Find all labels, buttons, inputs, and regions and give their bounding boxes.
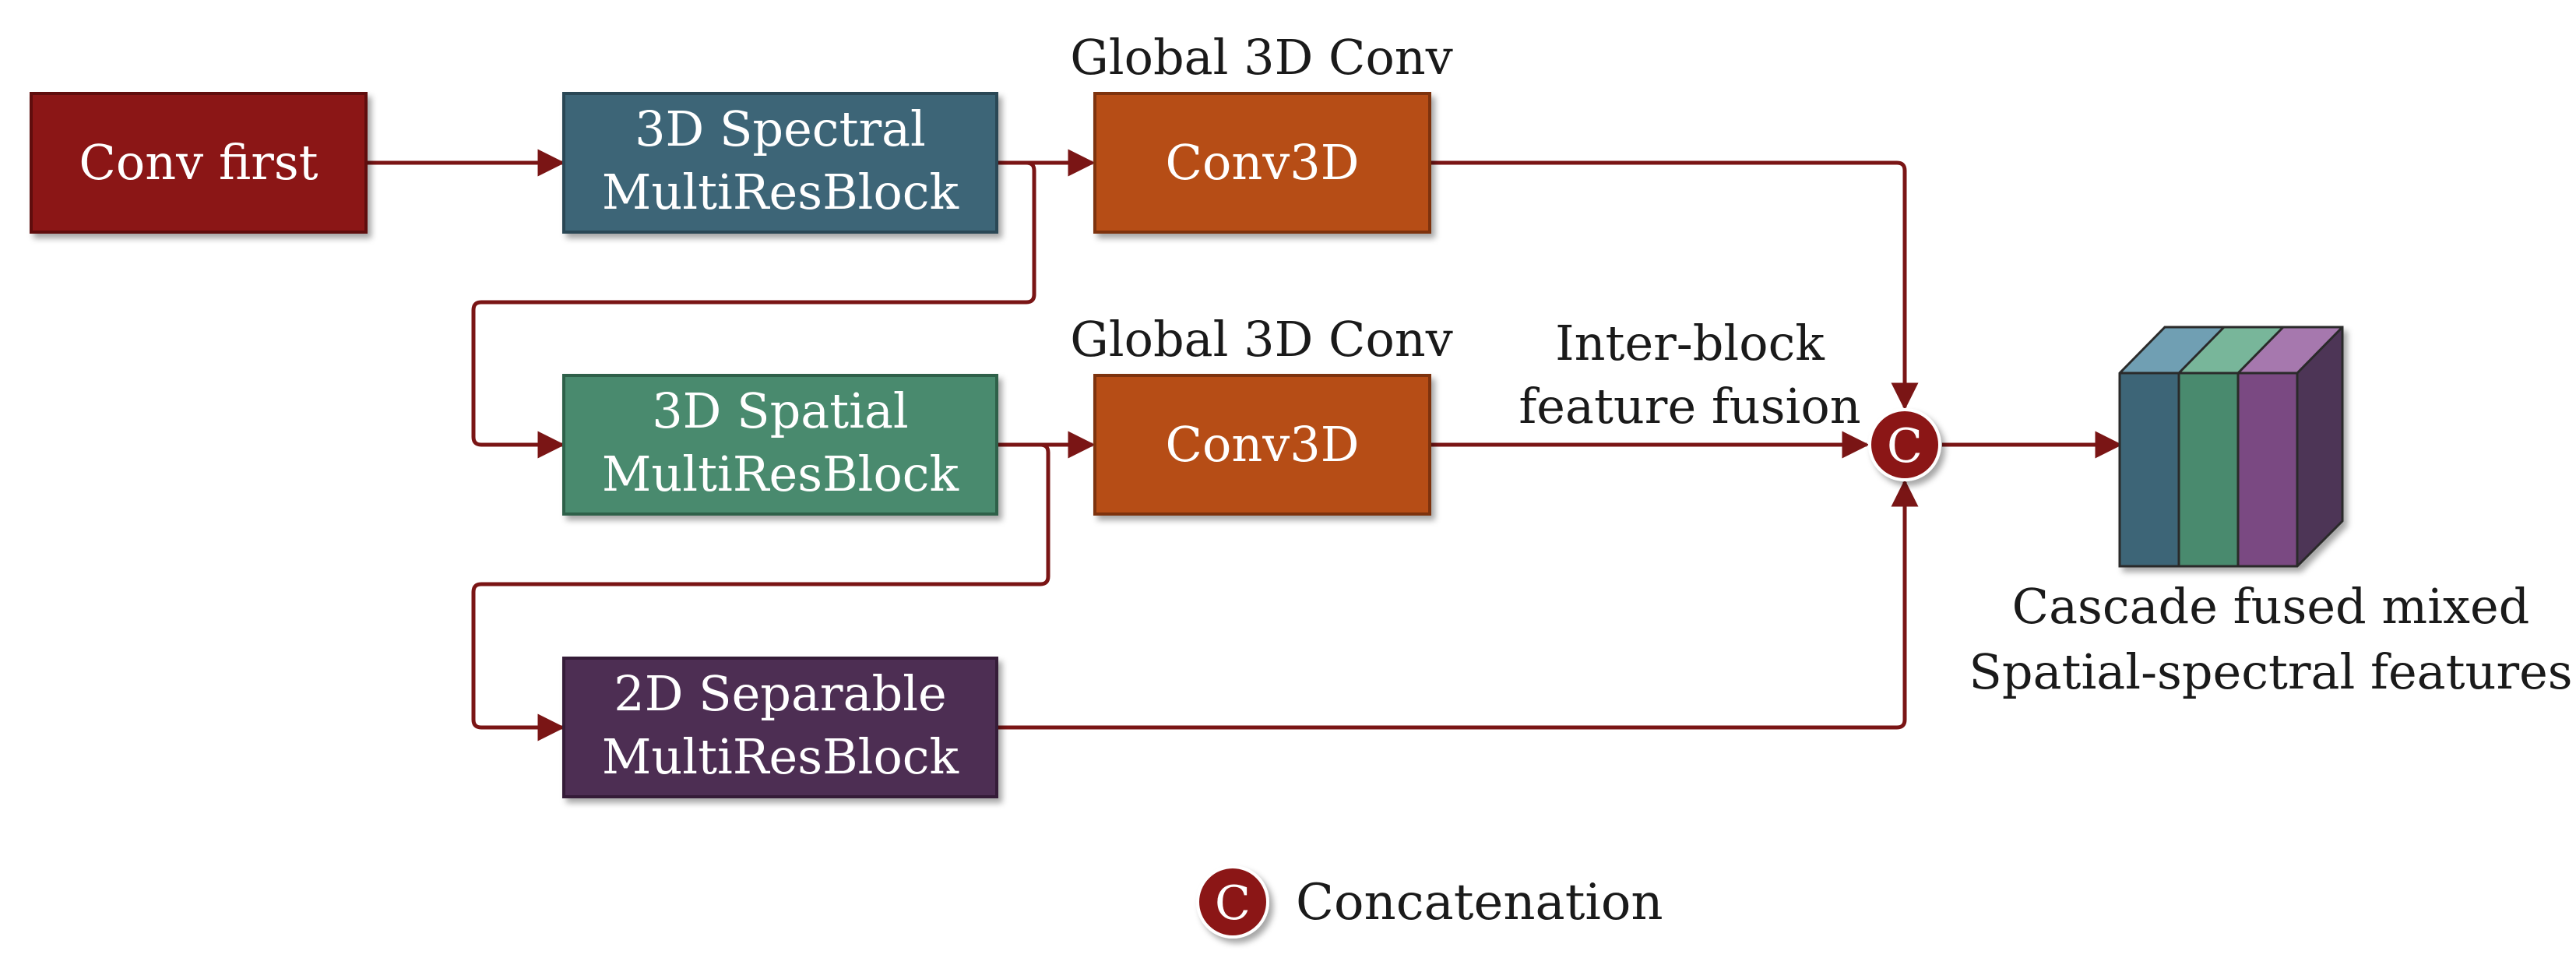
cube-front-slab-1 <box>2120 373 2179 566</box>
separable-box <box>562 657 998 798</box>
spatial-label-line1: 3D Spatial <box>652 382 909 439</box>
conv3d-mid-box <box>1093 374 1431 516</box>
edge-conv3d-top-to-concat <box>1430 160 1919 410</box>
edge-spectral-to-spatial <box>471 160 1036 459</box>
node-conv3d-top: Global 3D Conv Conv3D <box>1070 29 1453 234</box>
conv-first-label: Conv first <box>79 134 318 191</box>
global-conv-caption-top: Global 3D Conv <box>1070 29 1452 86</box>
conv3d-mid-label: Conv3D <box>1166 416 1360 473</box>
output-caption-line1: Cascade fused mixed <box>2012 578 2530 635</box>
edge-separable-to-concat <box>997 479 1919 730</box>
cube-side-face <box>2297 327 2342 566</box>
conv3d-top-label: Conv3D <box>1166 134 1360 191</box>
legend: C Concatenation <box>1196 865 1663 939</box>
spatial-box <box>562 374 998 516</box>
edges <box>366 149 2123 741</box>
inter-block-caption-line1: Inter-block <box>1555 315 1825 372</box>
separable-label-line1: 2D Separable <box>614 665 947 722</box>
node-conv-first: Conv first <box>30 92 368 234</box>
conv3d-top-box <box>1093 92 1431 234</box>
cube-outline <box>2118 326 2344 568</box>
cube-top-slab-1 <box>2120 327 2224 373</box>
separable-label-line2: MultiResBlock <box>602 728 959 785</box>
cube-top-slab-2 <box>2179 327 2283 373</box>
node-separable-multiresblock: 2D Separable MultiResBlock <box>562 657 998 798</box>
concat-symbol: C <box>1887 419 1923 474</box>
global-conv-caption-mid: Global 3D Conv <box>1070 311 1452 368</box>
output-feature-cube <box>2118 326 2344 568</box>
legend-concat-symbol: C <box>1215 876 1251 931</box>
concat-node: C <box>1868 408 1941 481</box>
node-spectral-multiresblock: 3D Spectral MultiResBlock <box>562 92 998 234</box>
spatial-label-line2: MultiResBlock <box>602 446 959 502</box>
output-caption-line2: Spatial-spectral features <box>1969 643 2572 700</box>
edge-spatial-to-separable <box>471 442 1050 741</box>
legend-concat-circle <box>1196 865 1269 939</box>
spectral-label-line1: 3D Spectral <box>635 100 926 157</box>
inter-block-caption-line2: feature fusion <box>1519 378 1860 435</box>
concat-circle <box>1868 408 1941 481</box>
cube-front-slab-3 <box>2238 373 2297 566</box>
spectral-box <box>562 92 998 234</box>
inter-block-caption: Inter-block feature fusion <box>1519 315 1860 435</box>
node-spatial-multiresblock: 3D Spatial MultiResBlock <box>562 374 998 516</box>
spectral-label-line2: MultiResBlock <box>602 164 959 220</box>
output-caption: Cascade fused mixed Spatial-spectral fea… <box>1969 578 2572 700</box>
conv-first-box <box>30 92 368 234</box>
cube-top-slab-3 <box>2238 327 2342 373</box>
node-conv3d-mid: Global 3D Conv Conv3D <box>1070 311 1453 516</box>
legend-label: Concatenation <box>1296 874 1663 932</box>
cube-front-slab-2 <box>2179 373 2238 566</box>
